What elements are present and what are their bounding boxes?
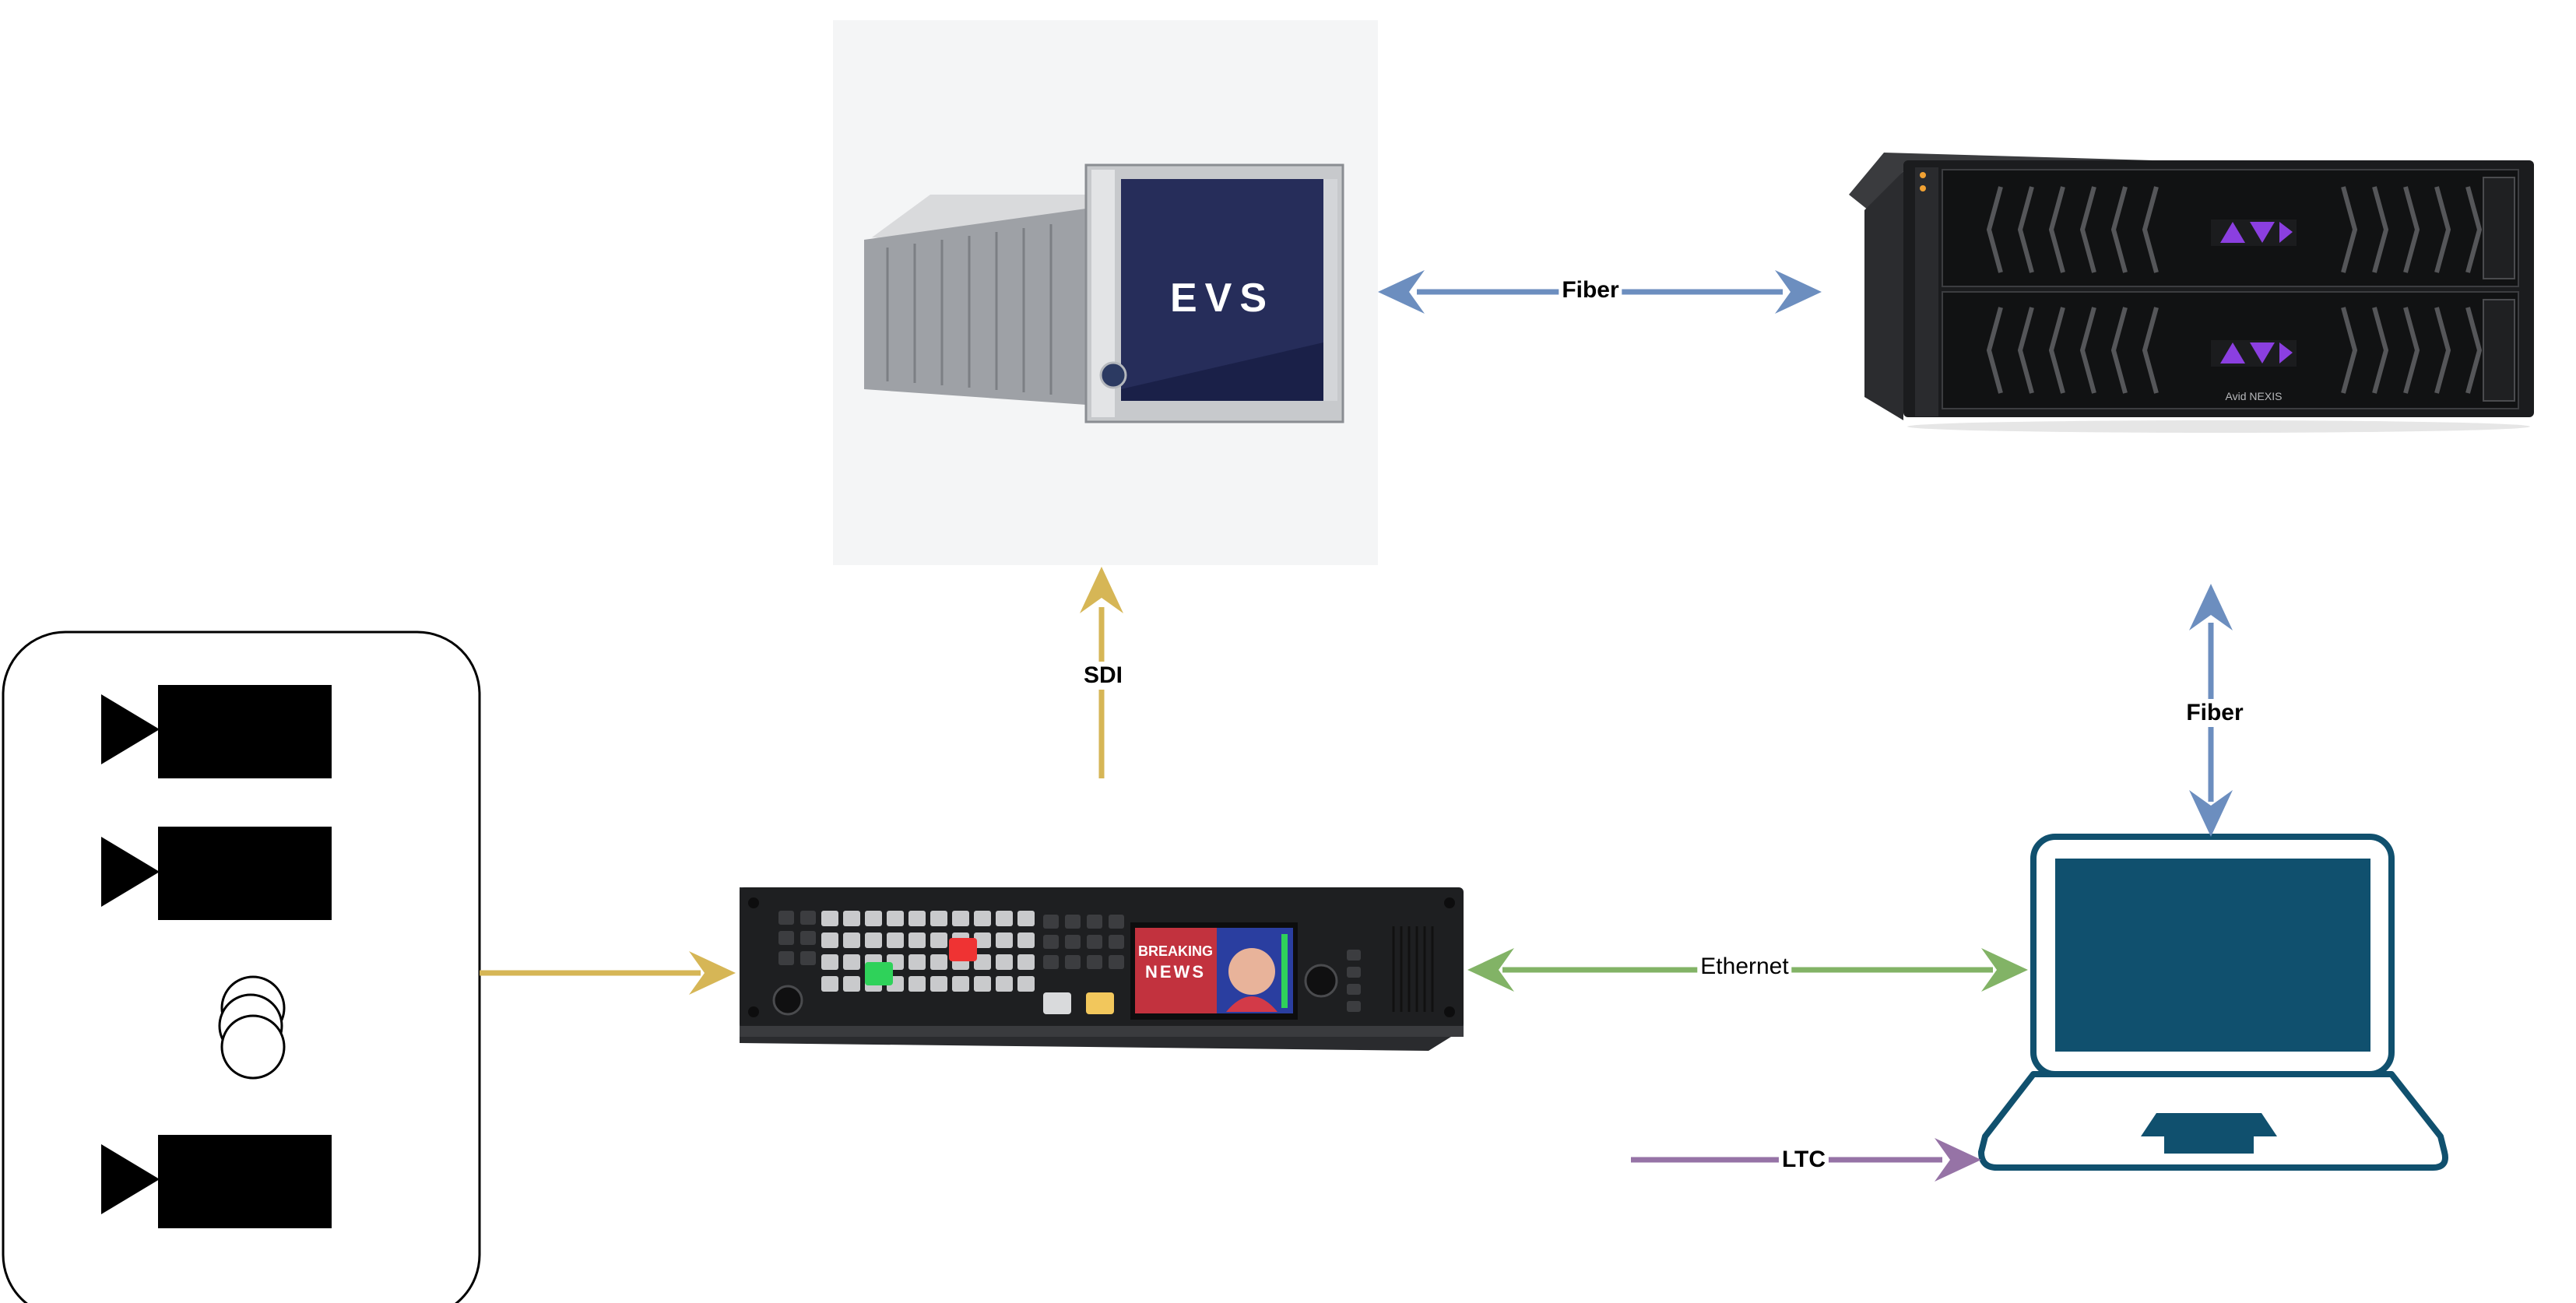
reel-icon: [218, 975, 286, 1080]
nexis-laptop-fiber-label: Fiber: [2183, 699, 2247, 727]
video-camera-icon: [101, 1135, 332, 1228]
screen-headline-line2: NEWS: [1145, 962, 1206, 982]
ltc-label: LTC: [1778, 1146, 1829, 1174]
camera-to-switcher-arrow: [480, 951, 736, 995]
avid-logo-icon: [2211, 220, 2297, 367]
screen-headline-line1: BREAKING: [1138, 943, 1213, 959]
ethernet-label: Ethernet: [1697, 953, 1792, 981]
video-switcher-image[interactable]: BREAKING NEWS: [740, 887, 1464, 1051]
video-camera-icon: [101, 685, 332, 778]
sdi-label: SDI: [1080, 662, 1126, 690]
camera-group[interactable]: [2, 630, 481, 1303]
avid-nexis-brand-text: Avid NEXIS: [2226, 390, 2283, 402]
evs-server-image[interactable]: EVS: [864, 163, 1344, 423]
laptop-icon[interactable]: [1978, 834, 2448, 1171]
switcher-to-evs-arrow: [1080, 567, 1123, 778]
video-camera-icon: [101, 827, 332, 920]
evs-brand-text: EVS: [1170, 276, 1274, 321]
evs-nexis-fiber-label: Fiber: [1559, 276, 1622, 304]
avid-nexis-image[interactable]: Avid NEXIS: [1849, 153, 2534, 433]
